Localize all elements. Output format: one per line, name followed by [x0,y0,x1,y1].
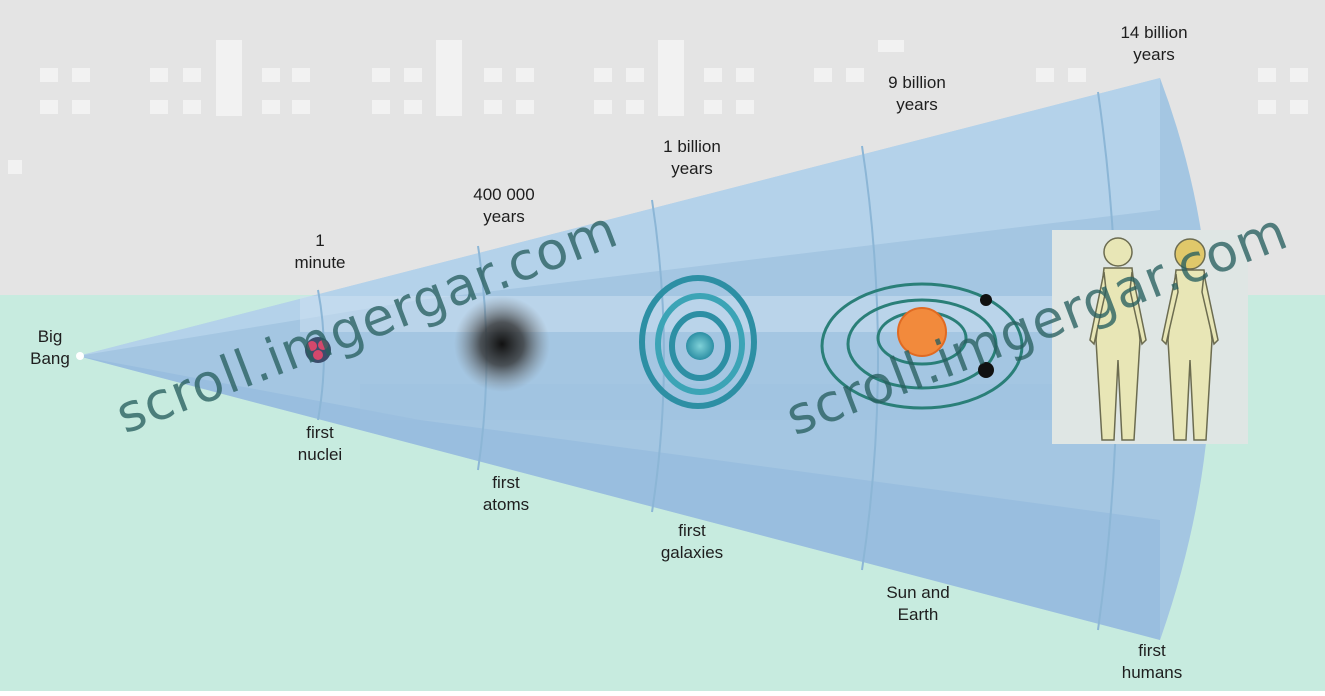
time-label-1-minute: 1 minute [278,230,362,274]
time-label-line: minute [294,253,346,272]
event-label-first-galaxies: first galaxies [650,520,734,564]
universe-cone-shadow [78,356,1160,640]
event-label-line: first [492,473,520,492]
spiral-galaxy-icon [639,275,757,409]
event-label-line: nuclei [297,445,343,464]
event-label-line: Bang [30,349,70,368]
time-slice-arc [651,199,665,513]
humans-icon [1052,230,1248,444]
time-label-line: 9 billion [888,73,946,92]
event-label-first-atoms: first atoms [466,472,546,516]
big-bang-point [76,352,84,360]
event-label-big-bang: Big Bang [20,326,80,370]
time-slice-arc [861,145,879,571]
time-label-line: years [671,159,713,178]
time-label-line: years [483,207,525,226]
event-label-line: Sun and [886,583,950,602]
solar-system-icon [820,282,1024,410]
event-label-line: humans [1121,663,1183,682]
event-label-line: first [678,521,706,540]
atom-cloud-icon [454,296,550,392]
universe-cone-highlight [78,78,1160,356]
time-label-line: 400 000 [473,185,535,204]
event-label-line: galaxies [660,543,724,562]
time-label-9-billion-years: 9 billion years [862,72,972,116]
event-label-first-nuclei: first nuclei [282,422,358,466]
time-label-line: years [1133,45,1175,64]
event-label-line: atoms [482,495,530,514]
event-label-line: first [306,423,334,442]
time-label-line: 14 billion [1120,23,1188,42]
event-label-first-humans: first humans [1104,640,1200,684]
time-label-line: 1 [315,231,325,250]
background-pixel-blocks [8,40,1308,174]
event-label-line: Big [37,327,63,346]
time-label-line: 1 billion [663,137,721,156]
event-label-line: Earth [897,605,939,624]
event-label-line: first [1138,641,1166,660]
time-label-14-billion-years: 14 billion years [1096,22,1212,66]
time-label-1-billion-years: 1 billion years [640,136,744,180]
event-label-sun-and-earth: Sun and Earth [868,582,968,626]
nucleus-icon [305,337,331,363]
time-label-line: years [896,95,938,114]
time-label-400000-years: 400 000 years [456,184,552,228]
